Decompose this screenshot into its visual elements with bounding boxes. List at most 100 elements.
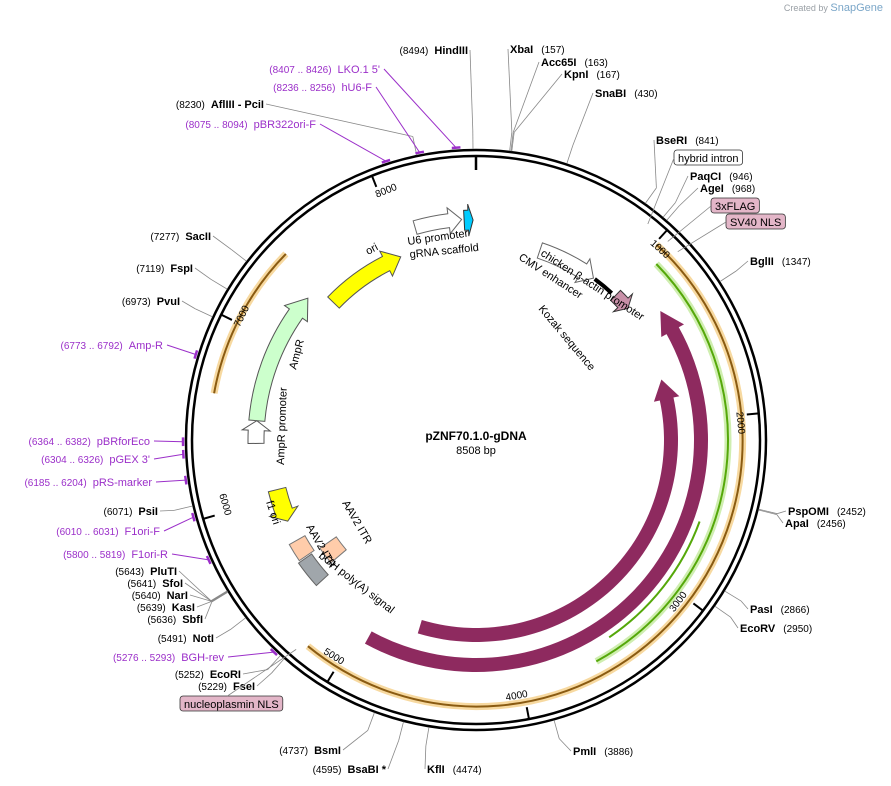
site-leader	[758, 508, 778, 515]
site-leader-ext	[387, 740, 400, 770]
primer-mark	[415, 150, 425, 155]
site-leader-ext	[215, 629, 231, 639]
boxed-feature-leader	[227, 649, 297, 697]
aav2-itr-inner-block	[319, 536, 347, 564]
hybrid-intron-segment	[593, 277, 614, 295]
ori-arc	[327, 250, 402, 309]
u6-promoter-arc	[412, 206, 463, 235]
ampr-promoter-arc	[240, 420, 272, 445]
site-name: AgeI	[700, 183, 724, 195]
site-position: (5639)	[137, 603, 166, 614]
green-arc-outer	[595, 263, 729, 663]
site-leader-ext	[512, 61, 540, 133]
site-leader-ext	[178, 570, 212, 602]
site-leader	[662, 202, 676, 218]
site-leader-ext	[678, 187, 699, 207]
tick-label: 6000	[216, 492, 233, 517]
primer-mark	[451, 146, 461, 150]
site-position: (5229)	[198, 682, 227, 693]
primer-name: F1ori-F	[125, 526, 161, 538]
label-ori: ori	[364, 241, 380, 257]
site-leader-ext	[513, 73, 563, 133]
tick-mark	[525, 707, 530, 720]
tick-mark	[658, 229, 668, 240]
site-leader-ext	[242, 669, 268, 675]
site-leader	[210, 590, 228, 602]
site-position: (2866)	[781, 605, 810, 616]
boxed-feature-label: 3xFLAG	[715, 201, 755, 213]
site-leader-ext	[675, 175, 689, 203]
site-name: FseI	[233, 681, 255, 693]
site-leader	[173, 505, 193, 511]
site-leader	[210, 590, 228, 602]
site-leader	[425, 727, 430, 746]
site-leader-ext	[342, 730, 369, 751]
site-position: (5252)	[175, 670, 204, 681]
site-leader-ext	[196, 601, 212, 608]
primer-leader	[163, 516, 194, 532]
primer-range: (6304 .. 6326)	[41, 455, 103, 466]
site-position: (7119)	[136, 264, 164, 275]
site-position: (6973)	[122, 297, 151, 308]
site-position: (2456)	[817, 519, 846, 530]
site-leader-ext	[194, 267, 212, 280]
primer-leader	[153, 453, 184, 460]
label-cas9-inner: Cas9	[581, 534, 606, 562]
site-name: KpnI	[564, 69, 588, 81]
plasmid-length: 8508 bp	[456, 445, 496, 457]
primer-mark	[193, 349, 199, 360]
primer-range: (6364 .. 6382)	[29, 437, 91, 448]
site-position: (5636)	[147, 615, 176, 626]
restriction-sites: HindIII(8494)XbaI(157)Acc65I(163)KpnI(16…	[104, 44, 866, 776]
primer-range: (5276 .. 5293)	[113, 653, 175, 664]
cas9-outer-arc	[364, 310, 708, 672]
site-position: (7277)	[150, 232, 179, 243]
boxed-feature-leader	[647, 157, 675, 225]
label-ampr-promoter: AmpR promoter	[275, 387, 290, 465]
site-name: PaqCI	[690, 171, 721, 183]
site-name: BseRI	[656, 135, 687, 147]
site-position: (968)	[732, 184, 755, 195]
cas9-inner-arc	[417, 379, 680, 642]
green-arc-inner	[608, 521, 701, 639]
label-bgh-polya: bGH poly(A) signal	[316, 550, 396, 616]
site-position: (946)	[729, 172, 752, 183]
site-leader-ext	[256, 672, 272, 687]
site-name: NotI	[193, 633, 214, 645]
primer-range: (6185 .. 6204)	[24, 478, 86, 489]
site-leader-ext	[730, 616, 739, 629]
chicken-actin-promoter-arc	[536, 242, 595, 284]
site-name: SacII	[185, 231, 211, 243]
tick-mark	[220, 313, 233, 321]
primer-mark	[269, 648, 278, 656]
site-name: ApaI	[785, 518, 809, 530]
primer-name: pGEX 3'	[109, 454, 150, 466]
site-name: KflI	[427, 764, 445, 776]
primer-range: (5800 .. 5819)	[63, 550, 125, 561]
tick-mark	[371, 175, 378, 188]
site-leader	[511, 132, 515, 152]
site-position: (6071)	[104, 507, 133, 518]
boxed-feature-box	[725, 213, 786, 230]
site-leader	[666, 205, 680, 221]
primer-leader	[166, 344, 196, 355]
label-kozak-sequence: Kozak sequence	[536, 303, 597, 373]
primer-range: (6773 .. 6792)	[61, 341, 123, 352]
site-position: (1347)	[782, 257, 811, 268]
label-ampr: AmpR	[287, 338, 307, 371]
site-position: (167)	[596, 70, 619, 81]
site-leader-ext	[776, 514, 784, 524]
site-leader	[566, 145, 574, 164]
site-leader-ext	[572, 92, 594, 146]
primer-name: BGH-rev	[181, 652, 224, 664]
site-leader-ext	[181, 300, 196, 310]
primer-leader	[171, 553, 209, 561]
tick-label: 8000	[374, 182, 399, 201]
site-leader	[398, 721, 404, 741]
site-name: SnaBI	[595, 88, 626, 100]
primer-sites: LKO.1 5'(8407 .. 8426)hU6-F(8236 .. 8256…	[24, 64, 461, 664]
site-name: PasI	[750, 604, 773, 616]
site-name: XbaI	[510, 44, 533, 56]
site-position: (430)	[634, 89, 657, 100]
aav2-itr-outer-block	[288, 535, 315, 562]
